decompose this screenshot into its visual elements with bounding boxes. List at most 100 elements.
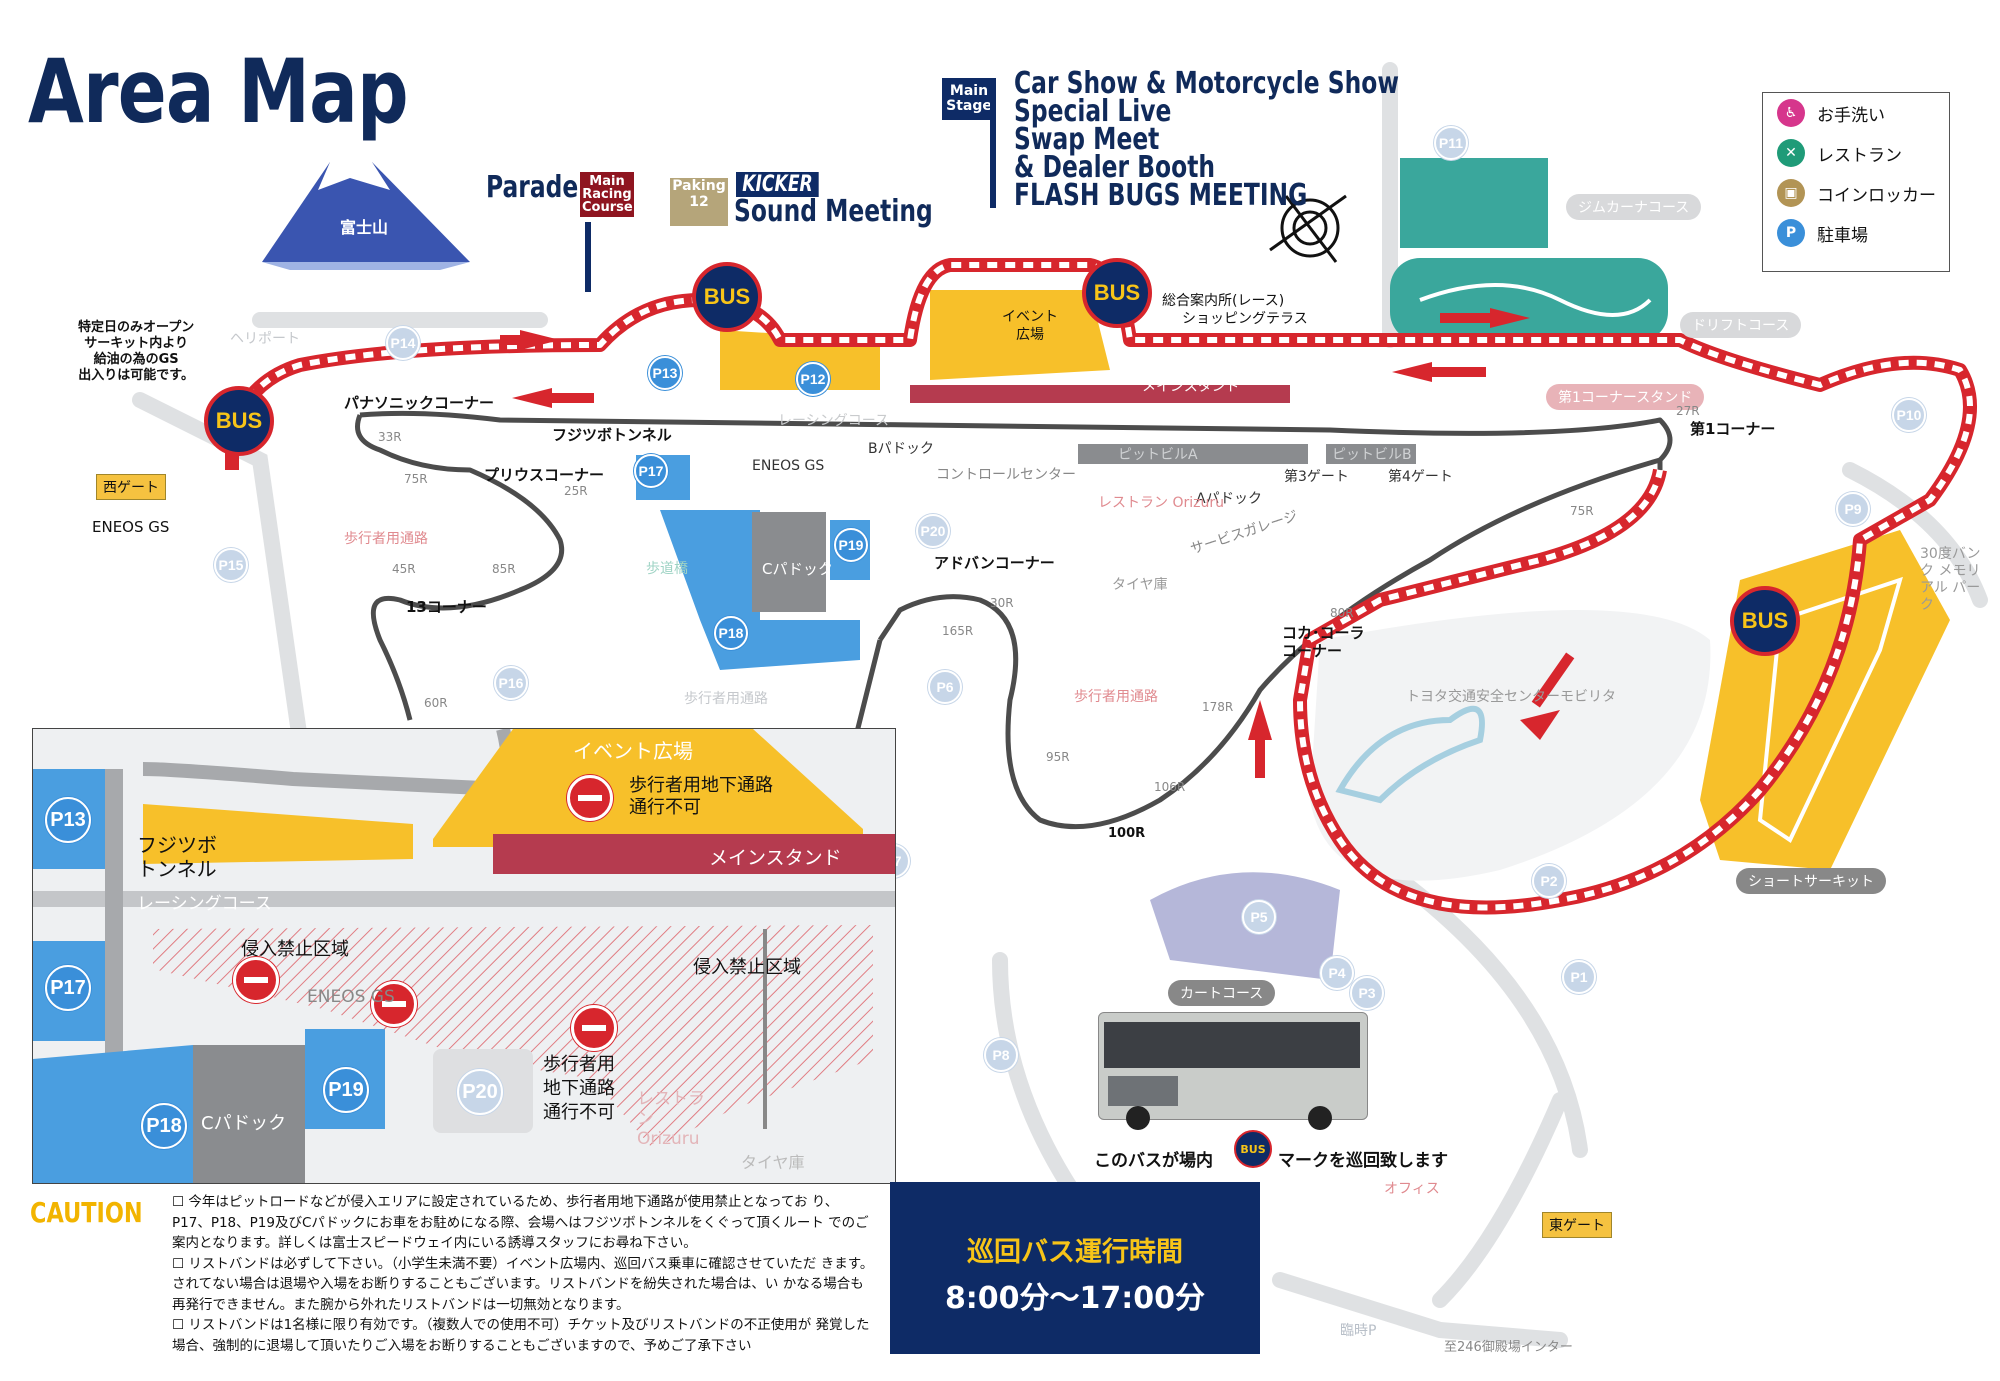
racing-course-label: レーシングコース <box>778 413 890 429</box>
gymkhana-area <box>1400 158 1548 248</box>
bus-stop-p12[interactable]: BUS <box>692 262 762 332</box>
gate4-label: 第4ゲート <box>1388 469 1453 485</box>
legend-label: コインロッカー <box>1817 185 1936 206</box>
parking-p12[interactable]: P12 <box>796 362 830 396</box>
inset-main-stand-label: メインスタンド <box>709 847 842 869</box>
drift-label: ドリフトコース <box>1680 312 1802 338</box>
restaurant-icon: ✕ <box>1777 139 1805 167</box>
temp-parking-label: 臨時P <box>1340 1323 1377 1339</box>
compass-icon <box>1269 194 1347 263</box>
inset-line: 地下通路 <box>543 1078 615 1099</box>
parking-p2[interactable]: P2 <box>1532 864 1566 898</box>
inset-line: 歩行者用 <box>543 1054 615 1075</box>
drift-area <box>1390 258 1668 342</box>
note-line: 特定日のみオープン <box>78 320 195 335</box>
walkway-label-3: 歩行者用通路 <box>344 531 428 547</box>
parking-p8[interactable]: P8 <box>984 1038 1018 1072</box>
parking-p13[interactable]: P13 <box>648 356 682 390</box>
locker-icon: ▣ <box>1777 179 1805 207</box>
main-stage-sign: Main Stage <box>942 78 996 120</box>
parking-p19[interactable]: P19 <box>834 528 868 562</box>
bus-stop-west[interactable]: BUS <box>204 386 274 456</box>
inset-parking-p19[interactable]: P19 <box>323 1067 369 1113</box>
parking-p17[interactable]: P17 <box>634 454 668 488</box>
kart-course-label: カートコース <box>1168 980 1276 1006</box>
mount-fuji-illustration <box>262 162 470 270</box>
parking-p18[interactable]: P18 <box>714 616 748 650</box>
legend-item-parking: P 駐車場 <box>1763 213 1949 253</box>
parking-p15[interactable]: P15 <box>214 548 248 582</box>
parking-p4[interactable]: P4 <box>1320 956 1354 990</box>
walkway-label-2: 歩行者用通路 <box>1074 689 1158 705</box>
parking-icon: P <box>1777 219 1805 247</box>
caution-title: CAUTION <box>30 1196 143 1229</box>
parking-p20[interactable]: P20 <box>916 514 950 548</box>
inset-parking-p17[interactable]: P17 <box>45 965 91 1011</box>
east-gate-tag: 東ゲート <box>1542 1212 1612 1238</box>
event-plaza-label: イベント 広場 <box>1002 309 1058 343</box>
radius-label: 27R <box>1676 404 1700 418</box>
info-line: 総合案内所(レース) <box>1162 293 1285 309</box>
parking-p1[interactable]: P1 <box>1562 960 1596 994</box>
toyota-mobilita-area <box>1310 610 1711 881</box>
legend-item-locker: ▣ コインロッカー <box>1763 173 1949 213</box>
legend-label: お手洗い <box>1817 105 1885 126</box>
inset-parking-p20[interactable]: P20 <box>457 1069 503 1115</box>
background-roads <box>132 62 1988 1348</box>
first-corner-label: 第1コーナー <box>1690 420 1776 438</box>
bus-time-box: 巡回バス運行時間 8:00分〜17:00分 <box>890 1182 1260 1354</box>
shuttle-bus-photo <box>1098 1012 1368 1130</box>
corner-stand-label: 第1コーナースタンド <box>1546 384 1705 410</box>
parking-p10[interactable]: P10 <box>1892 398 1926 432</box>
bus-caption-pre: このバスが場内 <box>1094 1151 1213 1171</box>
prius-corner-label: プリウスコーナー <box>484 466 605 484</box>
radius-label: 100R <box>1108 826 1146 841</box>
radius-label: 25R <box>564 484 588 498</box>
main-racing-course-flag: Main Racing Course <box>580 172 634 217</box>
parking-p5[interactable]: P5 <box>1242 900 1276 934</box>
caution-item: ☐ リストバンドは必ずして下さい。（小学生未満不要）イベント広場内、巡回バス乗車… <box>172 1255 874 1313</box>
toilet-icon: ♿ <box>1777 99 1805 127</box>
bus-caption-post: マークを巡回致します <box>1278 1151 1448 1171</box>
caution-item: ☐ 今年はピットロードなどが侵入エリアに設定されているため、歩行者用地下通路が使… <box>172 1194 869 1251</box>
inset-no-entry-label-2: 侵入禁止区域 <box>693 957 801 978</box>
inset-c-paddock-label: Cパドック <box>201 1113 287 1134</box>
legend-label: 駐車場 <box>1817 225 1868 246</box>
parking-p6[interactable]: P6 <box>928 670 962 704</box>
inset-eneos-label: ENEOS GS <box>307 987 395 1007</box>
flag-pole <box>585 222 591 292</box>
main-stand-area <box>910 385 1290 403</box>
tire-warehouse-label: タイヤ庫 <box>1112 577 1168 593</box>
no-entry-icon <box>233 957 279 1003</box>
parking-p16[interactable]: P16 <box>494 666 528 700</box>
bus-time-title: 巡回バス運行時間 <box>967 1237 1183 1268</box>
inset-restaurant-label: レストラン Orizuru <box>637 1089 705 1149</box>
note-line: サーキット内より <box>84 336 188 351</box>
bus-time-value: 8:00分〜17:00分 <box>944 1281 1206 1316</box>
parking-p11[interactable]: P11 <box>1434 126 1468 160</box>
paking12-sign: Paking 12 <box>670 178 728 226</box>
inset-parking-p18[interactable]: P18 <box>141 1103 187 1149</box>
parking-p3[interactable]: P3 <box>1350 976 1384 1010</box>
parking-p14[interactable]: P14 <box>386 326 420 360</box>
page-title: Area Map <box>28 40 409 143</box>
a-paddock-label: Aパドック <box>1196 491 1262 507</box>
inset-parking-p13[interactable]: P13 <box>45 797 91 843</box>
office-label: オフィス <box>1384 1181 1440 1197</box>
inset-map-detail: イベント広場 歩行者用地下通路 通行不可 メインスタンド フジツボ トンネル レ… <box>32 728 896 1184</box>
restaurant-orizuru-label: レストラン Orizuru <box>1098 495 1224 511</box>
west-gate-tag: 西ゲート <box>96 474 166 500</box>
pit-building-b: ピットビルB <box>1326 444 1416 464</box>
legend-label: レストラン <box>1817 145 1902 166</box>
bus-stop-short-circuit[interactable]: BUS <box>1730 586 1800 656</box>
parking-p9[interactable]: P9 <box>1836 492 1870 526</box>
stage-line: Special Live <box>1014 94 1172 129</box>
inset-line: 通行不可 <box>629 797 701 818</box>
gate3-label: 第3ゲート <box>1284 469 1349 485</box>
b-paddock-label: Bパドック <box>868 441 935 457</box>
inset-fujitsubo-label: フジツボ トンネル <box>137 833 217 881</box>
radius-label: 85R <box>492 562 516 576</box>
bus-stop-event-plaza[interactable]: BUS <box>1082 258 1152 328</box>
eneos-gs-label: ENEOS GS <box>752 458 825 474</box>
stage-line: & Dealer Booth <box>1014 150 1216 185</box>
